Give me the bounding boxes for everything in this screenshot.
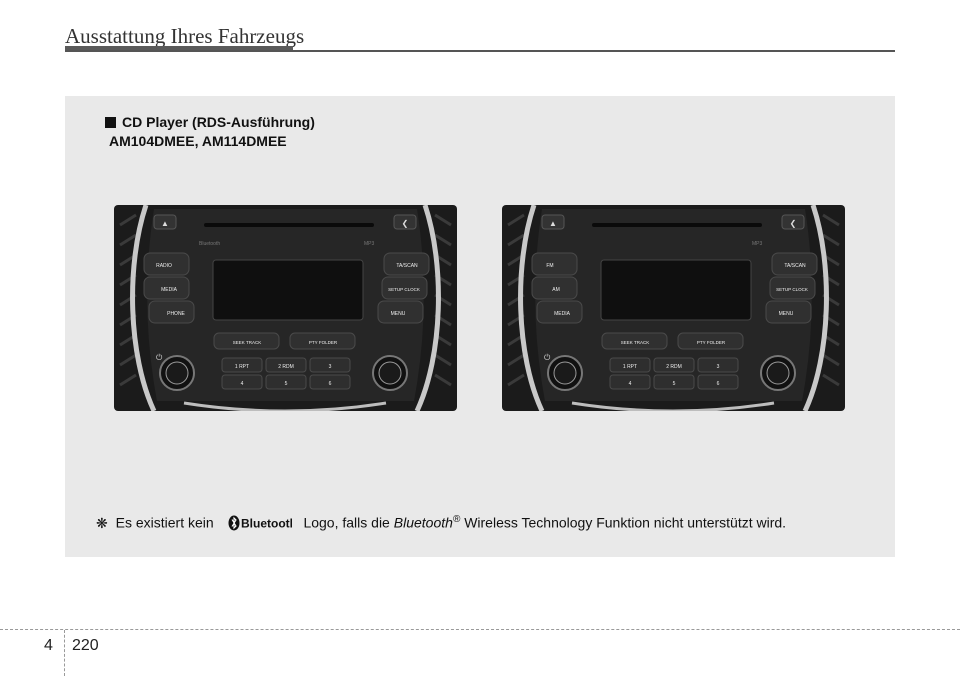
preset-4[interactable]: 4 xyxy=(241,381,244,387)
setup-clock-button[interactable]: SETUP CLOCK xyxy=(381,276,428,300)
bluetooth-note: ❋ Es existiert kein Bluetooth Logo, fall… xyxy=(96,514,786,532)
footer-divider xyxy=(64,630,65,676)
ta-scan-button[interactable]: TA/SCAN xyxy=(383,252,430,276)
bluetooth-logo-word: Bluetooth xyxy=(241,516,292,530)
power-volume-knob[interactable] xyxy=(159,355,195,391)
note-middle: Logo, falls die xyxy=(303,514,390,531)
svg-text:❮: ❮ xyxy=(402,219,409,228)
header-rule xyxy=(65,50,895,52)
preset-5[interactable]: 5 xyxy=(673,381,676,387)
chapter-number: 4 xyxy=(44,637,53,654)
svg-text:❮: ❮ xyxy=(790,219,797,228)
page-number: 220 xyxy=(72,637,99,654)
menu-button-label: MENU xyxy=(779,311,794,317)
radio-unit-standard: ▲ ❮ MP3 FM AM MEDIA TA/SCAN SETUP CLOCK … xyxy=(502,204,845,413)
bluetooth-brand-label: Bluetooth xyxy=(199,241,220,247)
fm-button[interactable]: FM xyxy=(531,252,578,276)
preset-1[interactable]: 1 RPT xyxy=(623,364,637,370)
ta-scan-button-label: TA/SCAN xyxy=(784,263,806,269)
seek-track-button[interactable]: SEEK TRACK xyxy=(601,332,668,350)
fm-button-label: FM xyxy=(546,263,553,269)
svg-text:▲: ▲ xyxy=(161,219,169,228)
preset-2[interactable]: 2 RDM xyxy=(666,364,682,370)
media-button-label: MEDIA xyxy=(554,311,571,317)
note-bluetooth-italic: Bluetooth xyxy=(393,514,453,531)
setup-clock-button[interactable]: SETUP CLOCK xyxy=(769,276,816,300)
note-suffix: Wireless Technology Funktion nicht unter… xyxy=(464,514,787,531)
media-button[interactable]: MEDIA xyxy=(143,276,190,300)
radio-button-label: RADIO xyxy=(156,263,172,269)
pty-folder-button[interactable]: PTY FOLDER xyxy=(677,332,744,350)
pty-folder-label: PTY FOLDER xyxy=(697,340,726,345)
note-registered: ® xyxy=(452,514,461,525)
section-models: AM104DMEE, AM114DMEE xyxy=(109,133,287,149)
mp3-brand-label: MP3 xyxy=(752,241,763,247)
setup-clock-button-label: SETUP CLOCK xyxy=(776,287,808,292)
note-symbol: ❋ xyxy=(96,514,108,531)
note-prefix: Es existiert kein xyxy=(115,514,214,531)
footer-rule xyxy=(0,629,960,630)
preset-6[interactable]: 6 xyxy=(329,381,332,387)
bluetooth-logo: Bluetooth xyxy=(228,515,292,531)
svg-text:▲: ▲ xyxy=(549,219,557,228)
section-title: CD Player (RDS-Ausführung) xyxy=(105,114,315,130)
am-button-label: AM xyxy=(552,287,560,293)
menu-button[interactable]: MENU xyxy=(765,300,812,324)
setup-clock-button-label: SETUP CLOCK xyxy=(388,287,420,292)
header-accent-bar xyxy=(65,46,293,52)
preset-6[interactable]: 6 xyxy=(717,381,720,387)
preset-1[interactable]: 1 RPT xyxy=(235,364,249,370)
phone-button-label: PHONE xyxy=(167,311,185,317)
power-icon: ⏻ xyxy=(156,353,163,362)
preset-4[interactable]: 4 xyxy=(629,381,632,387)
seek-track-label: SEEK TRACK xyxy=(621,340,649,345)
radio-button[interactable]: RADIO xyxy=(143,252,190,276)
preset-3[interactable]: 3 xyxy=(329,364,332,370)
page-header-title: Ausstattung Ihres Fahrzeugs xyxy=(65,24,305,48)
power-volume-knob[interactable] xyxy=(547,355,583,391)
preset-3[interactable]: 3 xyxy=(717,364,720,370)
media-button-label: MEDIA xyxy=(161,287,178,293)
menu-button[interactable]: MENU xyxy=(377,300,424,324)
radio-unit-bluetooth: ▲ ❮ Bluetooth MP3 RADIO MEDIA PHONE TA/S… xyxy=(114,204,457,413)
ta-scan-button[interactable]: TA/SCAN xyxy=(771,252,818,276)
section-title-text: CD Player (RDS-Ausführung) xyxy=(122,114,315,130)
am-button[interactable]: AM xyxy=(531,276,578,300)
tune-knob[interactable] xyxy=(760,355,796,391)
seek-track-button[interactable]: SEEK TRACK xyxy=(213,332,280,350)
tune-knob[interactable] xyxy=(372,355,408,391)
pty-folder-label: PTY FOLDER xyxy=(309,340,338,345)
pty-folder-button[interactable]: PTY FOLDER xyxy=(289,332,356,350)
phone-button[interactable]: PHONE xyxy=(148,300,195,324)
media-button[interactable]: MEDIA xyxy=(536,300,583,324)
mp3-brand-label: MP3 xyxy=(364,241,375,247)
seek-track-label: SEEK TRACK xyxy=(233,340,261,345)
preset-5[interactable]: 5 xyxy=(285,381,288,387)
power-icon: ⏻ xyxy=(544,353,551,362)
menu-button-label: MENU xyxy=(391,311,406,317)
ta-scan-button-label: TA/SCAN xyxy=(396,263,418,269)
preset-2[interactable]: 2 RDM xyxy=(278,364,294,370)
square-bullet-icon xyxy=(105,117,116,128)
